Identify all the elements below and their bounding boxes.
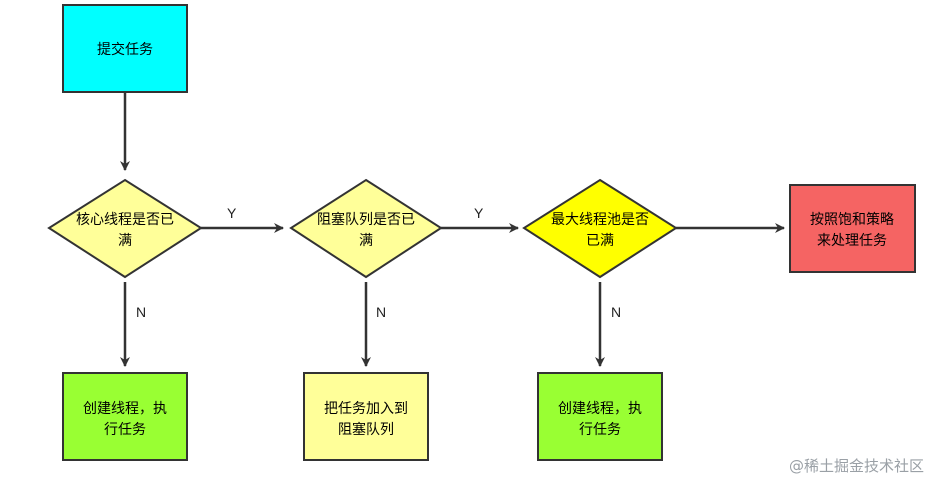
node-saturation-policy-label-line-1: 按照饱和策略 [810,211,894,228]
node-create-thread-2-label-line-2: 行任务 [579,422,621,438]
node-create-thread-2: 创建线程，执 行任务 [537,372,663,461]
edge-label-yes-1: Y [227,205,237,221]
node-create-thread-1: 创建线程，执 行任务 [62,372,188,461]
node-add-to-queue-label-line-2: 阻塞队列 [338,421,394,438]
edges [120,92,785,367]
node-create-thread-1-label-line-1: 创建线程，执 [83,401,167,417]
node-submit-task-label: 提交任务 [97,41,153,58]
node-add-to-queue-shape [303,372,429,461]
edge-label-yes-2: Y [474,205,484,221]
node-core-threads-full-label-line-1: 核心线程是否已 [76,212,174,228]
node-core-threads-full: 核心线程是否已 满 [47,178,203,279]
node-max-pool-full-label-line-2: 已满 [586,233,614,249]
node-blocking-queue-full-label-line-1: 阻塞队列是否已 [317,211,415,228]
node-blocking-queue-full: 阻塞队列是否已 满 [289,178,443,279]
edge-label-no-2: N [376,304,386,320]
watermark: @稀土掘金技术社区 [788,457,924,475]
edge-label-no-3: N [611,304,621,320]
node-core-threads-full-shape [47,178,203,279]
node-saturation-policy: 按照饱和策略 来处理任务 [789,184,916,273]
edge-label-no-1: N [136,304,146,320]
node-max-pool-full-shape [522,178,678,279]
node-saturation-policy-shape [789,184,916,273]
node-create-thread-2-shape [537,372,663,461]
node-max-pool-full: 最大线程池是否 已满 [522,178,678,279]
node-saturation-policy-label-line-2: 来处理任务 [817,233,887,249]
node-blocking-queue-full-label-line-2: 满 [359,233,373,249]
node-submit-task-shape [62,4,188,93]
node-add-to-queue-label-line-1: 把任务加入到 [324,401,408,417]
node-core-threads-full-label-line-2: 满 [118,233,132,249]
node-create-thread-1-label-line-2: 行任务 [104,422,146,438]
node-blocking-queue-full-shape [289,178,443,279]
node-create-thread-2-label-line-1: 创建线程，执 [558,401,642,417]
node-add-to-queue: 把任务加入到 阻塞队列 [303,372,429,461]
node-create-thread-1-shape [62,372,188,461]
node-submit-task: 提交任务 [62,4,188,93]
node-max-pool-full-label-line-1: 最大线程池是否 [551,212,649,228]
